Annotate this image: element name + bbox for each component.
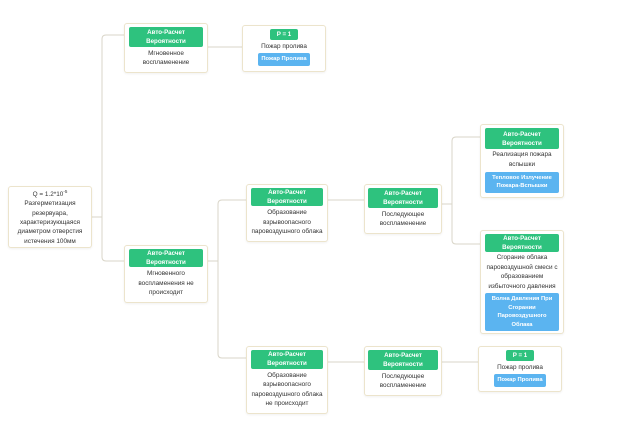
- auto-calc-button[interactable]: Авто-Расчет Вероятности: [485, 128, 559, 150]
- node-text: Образование взрывоопасного паровоздушног…: [251, 209, 323, 236]
- connector-root-instant: [92, 34, 124, 218]
- auto-calc-button[interactable]: Авто-Расчет Вероятности: [251, 350, 323, 369]
- connector-noinstant-nocloud: [217, 261, 246, 359]
- node-pool-fire-1: P = 1 Пожар пролива Пожар Пролива: [242, 25, 326, 72]
- node-text: Пожар пролива: [261, 43, 307, 50]
- node-cloud-formation: Авто-Расчет Вероятности Образование взры…: [246, 184, 328, 242]
- node-no-cloud-formation: Авто-Расчет Вероятности Образование взры…: [246, 346, 328, 414]
- root-event-text: Разгерметизация резервуара, характеризую…: [17, 200, 83, 245]
- node-text: Последующее воспламенение: [379, 210, 427, 228]
- node-flash-fire: Авто-Расчет Вероятности Реализация пожар…: [480, 124, 564, 198]
- node-text: Реализация пожара вспышки: [492, 151, 552, 168]
- node-text: Мгновенного воспламенения не происходит: [138, 270, 194, 297]
- node-no-instant-ignition: Авто-Расчет Вероятности Мгновенного восп…: [124, 245, 208, 303]
- pressure-wave-button[interactable]: Волна Давления При Сгорании Паровоздушно…: [485, 293, 559, 332]
- probability-badge: P = 1: [270, 29, 298, 40]
- auto-calc-button[interactable]: Авто-Расчет Вероятности: [368, 188, 438, 208]
- probability-badge: P = 1: [506, 350, 534, 361]
- auto-calc-button[interactable]: Авто-Расчет Вероятности: [368, 350, 438, 370]
- node-subsequent-ignition-2: Авто-Расчет Вероятности Последующее восп…: [364, 346, 442, 396]
- connector-noinstant-cloud: [208, 199, 246, 262]
- node-text: Мгновенное воспламенение: [142, 49, 190, 67]
- connector-root-noinstant: [101, 217, 124, 262]
- connector-subseq1-blast: [451, 204, 480, 245]
- node-subsequent-ignition-1: Авто-Расчет Вероятности Последующее восп…: [364, 184, 442, 234]
- auto-calc-button[interactable]: Авто-Расчет Вероятности: [251, 188, 323, 207]
- auto-calc-button[interactable]: Авто-Расчет Вероятности: [129, 27, 203, 47]
- node-text: Сгорание облака паровоздушной смеси с об…: [486, 254, 558, 290]
- auto-calc-button[interactable]: Авто-Расчет Вероятности: [485, 234, 559, 252]
- node-text: Последующее воспламенение: [379, 372, 427, 390]
- node-text: Образование взрывоопасного паровоздушног…: [251, 371, 323, 408]
- auto-calc-button[interactable]: Авто-Расчет Вероятности: [129, 249, 203, 268]
- root-event-node: Q = 1.2*10-5 Разгерметизация резервуара,…: [8, 186, 92, 248]
- probability-label: Q = 1.2*10-5: [32, 188, 68, 198]
- node-cloud-explosion: Авто-Расчет Вероятности Сгорание облака …: [480, 230, 564, 334]
- pool-fire-button[interactable]: Пожар Пролива: [494, 373, 546, 387]
- node-instant-ignition: Авто-Расчет Вероятности Мгновенное воспл…: [124, 23, 208, 73]
- connector-subseq1-flash: [442, 136, 480, 205]
- pool-fire-button[interactable]: Пожар Пролива: [258, 52, 310, 66]
- flash-fire-radiation-button[interactable]: Тепловое Излучение Пожара-Вспышки: [485, 171, 559, 193]
- node-pool-fire-2: P = 1 Пожар пролива Пожар Пролива: [478, 346, 562, 392]
- node-text: Пожар пролива: [497, 364, 543, 371]
